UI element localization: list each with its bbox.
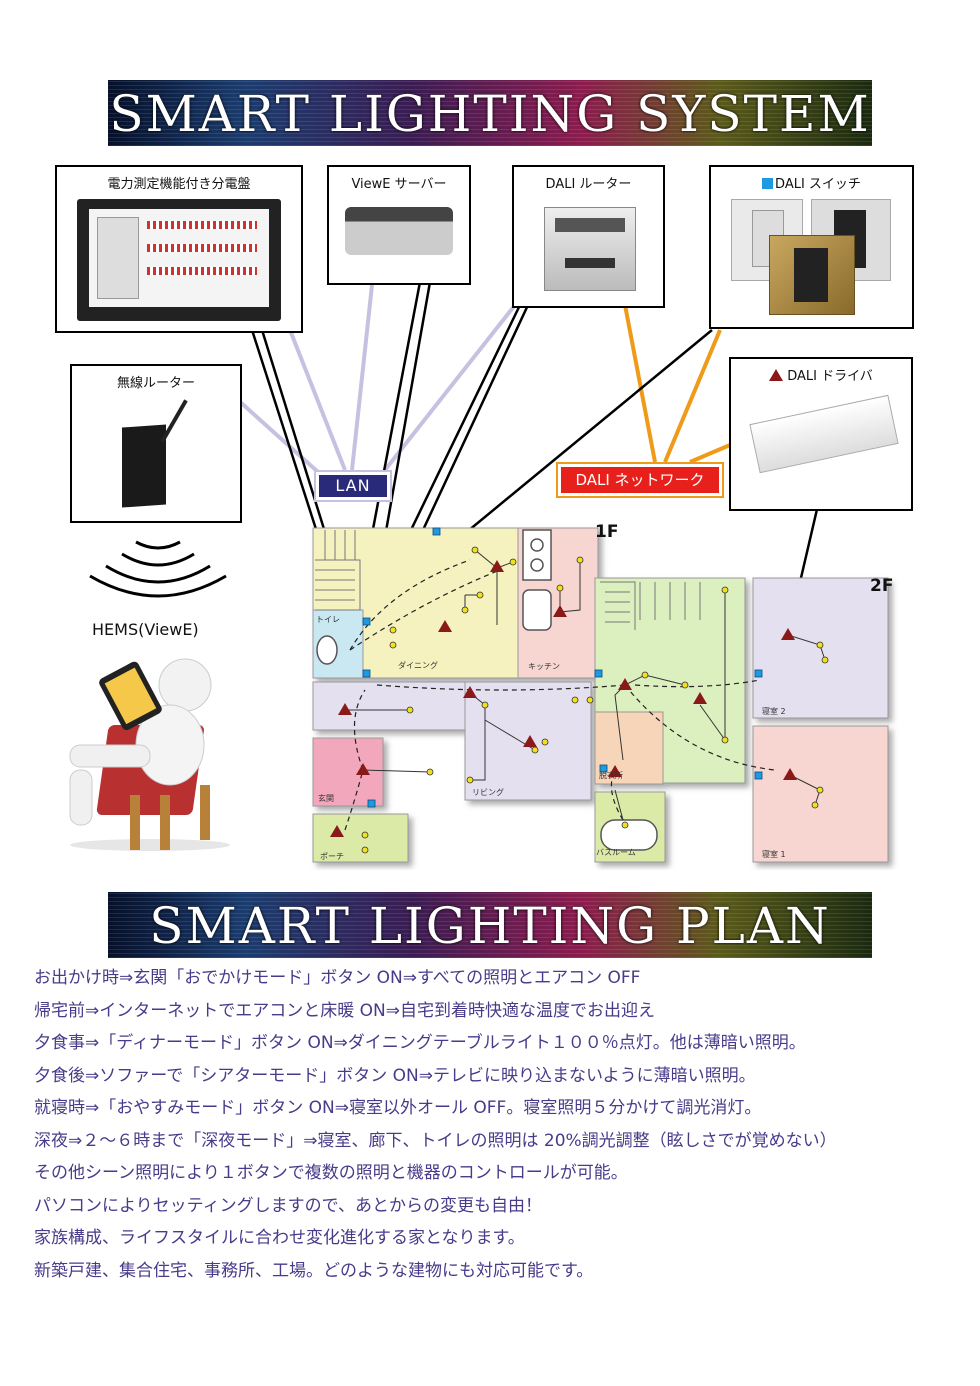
lan-badge: LAN [314, 470, 392, 502]
plan-description: お出かけ時⇒玄関「おでかけモード」ボタン ON⇒すべての照明とエアコン OFF … [34, 962, 964, 1287]
dali-network-badge: DALI ネットワーク [556, 462, 724, 498]
plan-line: 就寝時⇒「おやすみモード」ボタン ON⇒寝室以外オール OFF。寝室照明５分かけ… [34, 1098, 762, 1118]
plan-line: 家族構成、ライフスタイルに合わせ変化進化する家となります。 [34, 1228, 525, 1248]
plan-line: 新築戸建、集合住宅、事務所、工場。どのような建物にも対応可能です。 [34, 1260, 594, 1281]
driver-label: DALI ドライバ [787, 369, 873, 384]
room-entrance: 玄関 [318, 794, 334, 803]
plan-line: 帰宅前⇒インターネットでエアコンと床暖 ON⇒自宅到着時快適な温度でお出迎え [34, 1000, 655, 1021]
room-bedroom2: 寝室 2 [762, 707, 786, 716]
room-porch: ポーチ [320, 852, 344, 861]
wireless-label: 無線ルーター [116, 376, 195, 391]
title-banner-text: SMART LIGHTING SYSTEM [109, 85, 871, 143]
plan-line: その他シーン照明により１ボタンで複数の照明と機器のコントロールが可能。 [34, 1163, 628, 1183]
wireless-antenna [160, 399, 188, 443]
plan-banner: SMART LIGHTING PLAN [108, 892, 872, 958]
driver-box: DALI ドライバ [729, 357, 913, 511]
floor-1f-label: 1F [595, 522, 619, 542]
floor-plan [312, 527, 889, 863]
plan-line: 夕食後⇒ソファーで「シアターモード」ボタン ON⇒テレビに映り込まないように薄暗… [34, 1065, 756, 1086]
panel-box: 電力測定機能付き分電盤 [55, 165, 303, 333]
room-dressing: 脱衣所 [599, 771, 623, 780]
wireless-box: 無線ルーター [70, 364, 242, 523]
room-kitchen: キッチン [528, 662, 560, 671]
plan-line: パソコンによりセッティングしますので、あとからの変更も自由！ [34, 1195, 542, 1216]
server-box: ViewE サーバー [327, 165, 471, 285]
wireless-router-image [122, 424, 166, 508]
driver-marker-icon [769, 369, 784, 381]
room-dining: ダイニング [398, 661, 438, 670]
wireless-waves [89, 540, 227, 598]
server-label: ViewE サーバー [351, 177, 447, 192]
dali-network-label: DALI ネットワーク [561, 467, 719, 493]
hems-person-illustration [69, 658, 230, 851]
panel-label: 電力測定機能付き分電盤 [107, 177, 251, 192]
lan-label: LAN [319, 475, 387, 497]
floor-2f-label: 2F [870, 576, 894, 596]
room-bedroom1: 寝室 1 [762, 850, 786, 859]
title-banner: SMART LIGHTING SYSTEM [108, 80, 872, 146]
plan-line: 深夜⇒２〜６時まで「深夜モード」⇒寝室、廊下、トイレの照明は 20%調光調整（眩… [34, 1130, 837, 1151]
room-toilet: トイレ [316, 615, 340, 624]
plan-line: 夕食事⇒「ディナーモード」ボタン ON⇒ダイニングテーブルライト１００％点灯。他… [34, 1033, 806, 1053]
router-image [544, 207, 636, 291]
switch-box: DALI スイッチ [709, 165, 914, 329]
router-label: DALI ルーター [545, 177, 632, 192]
hems-label: HEMS(ViewE) [92, 620, 199, 639]
room-living: リビング [472, 788, 504, 797]
plan-line: お出かけ時⇒玄関「おでかけモード」ボタン ON⇒すべての照明とエアコン OFF [34, 968, 641, 988]
room-bath: バスルーム [596, 848, 636, 857]
driver-image [749, 394, 899, 474]
router-box: DALI ルーター [512, 165, 665, 308]
switch-marker-icon [762, 178, 774, 189]
panel-board-image [77, 199, 281, 321]
plan-banner-text: SMART LIGHTING PLAN [149, 897, 831, 955]
server-image [345, 207, 453, 255]
switch-label: DALI スイッチ [775, 177, 861, 192]
switch-panel-gold [769, 235, 855, 315]
